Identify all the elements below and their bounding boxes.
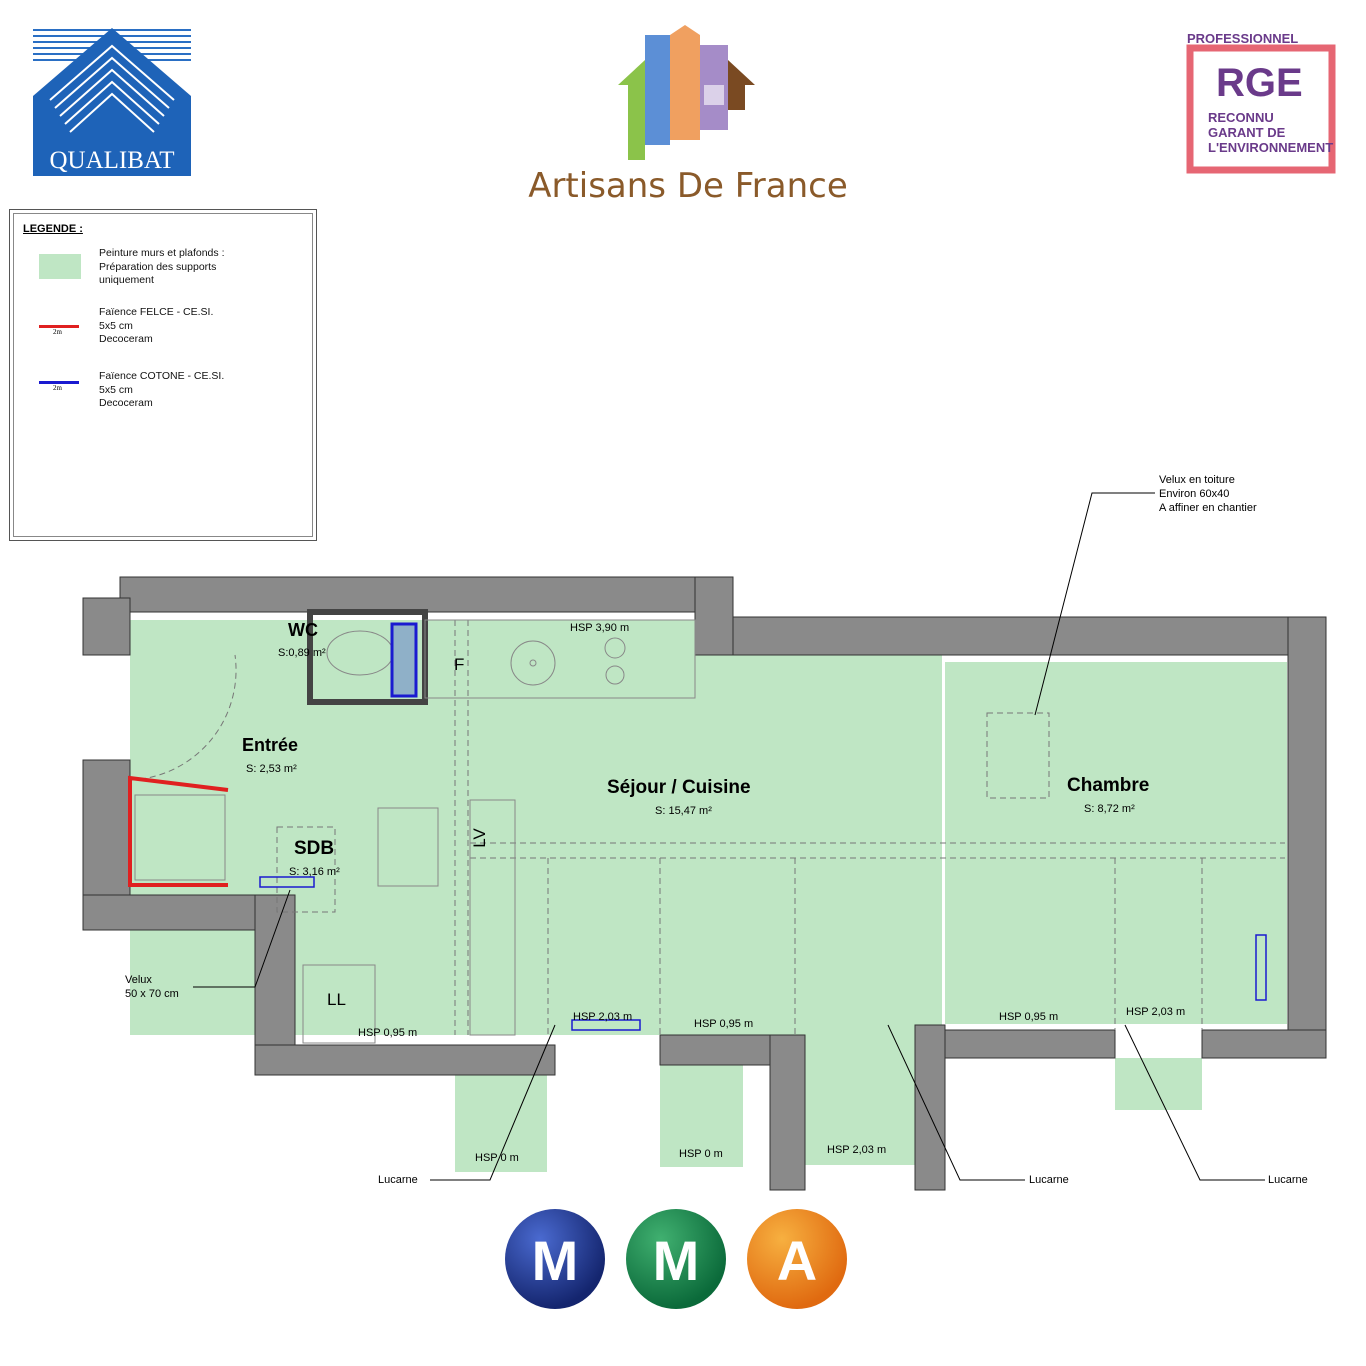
legend-mark: 2m [53, 384, 62, 392]
artisans-de-france-logo: Artisans De France [528, 25, 848, 206]
svg-text:PROFESSIONNEL: PROFESSIONNEL [1187, 31, 1298, 46]
logo-header: QUALIBAT Artisans De France PROFESSIONNE… [33, 25, 1336, 206]
height-label: HSP 2,03 m [827, 1144, 887, 1156]
legend-swatch-paint [39, 254, 81, 279]
svg-text:RGE: RGE [1216, 61, 1303, 105]
qualibat-logo: QUALIBAT [33, 28, 191, 176]
height-label: HSP 2,03 m [573, 1011, 633, 1023]
height-label: HSP 0,95 m [999, 1011, 1059, 1023]
lucarne-note: Lucarne [1029, 1174, 1069, 1186]
height-label: HSP 2,03 m [1126, 1006, 1186, 1018]
dishwasher-label: LV [469, 828, 489, 848]
legend-swatch-felce [39, 325, 79, 328]
legend-item-paint: Peinture murs et plafonds :Préparation d… [99, 247, 225, 286]
room-area-entree: S: 2,53 m² [246, 763, 297, 775]
svg-text:GARANT DE: GARANT DE [1208, 125, 1286, 140]
room-area-chambre: S: 8,72 m² [1084, 803, 1135, 815]
room-area-sejour: S: 15,47 m² [655, 805, 712, 817]
height-label: HSP 0,95 m [694, 1018, 754, 1030]
svg-text:L'ENVIRONNEMENT: L'ENVIRONNEMENT [1208, 140, 1333, 155]
svg-text:Artisans De France: Artisans De France [528, 166, 848, 206]
room-area-wc: S:0,89 m² [278, 647, 326, 659]
lucarne-note: Lucarne [1268, 1174, 1308, 1186]
svg-text:RECONNU: RECONNU [1208, 110, 1274, 125]
legend-mark: 2m [53, 328, 62, 336]
height-label: HSP 0 m [475, 1152, 519, 1164]
legend-title: LEGENDE : [23, 223, 83, 235]
height-label: HSP 0 m [679, 1148, 723, 1160]
legend: LEGENDE : Peinture murs et plafonds :Pré… [9, 209, 317, 541]
room-name-entree: Entrée [242, 735, 299, 755]
room-name-chambre: Chambre [1067, 775, 1150, 796]
room-name-wc: WC [288, 620, 318, 640]
svg-text:QUALIBAT: QUALIBAT [50, 147, 175, 174]
height-label: HSP 3,90 m [570, 622, 630, 634]
height-label: HSP 0,95 m [358, 1027, 418, 1039]
laundry-label: LL [327, 990, 346, 1009]
lucarne-note: Lucarne [378, 1174, 418, 1186]
fridge-label: F [454, 655, 465, 674]
room-name-sdb: SDB [294, 838, 335, 859]
room-area-sdb: S: 3,16 m² [289, 866, 340, 878]
legend-swatch-cotone [39, 381, 79, 384]
room-name-sejour: Séjour / Cuisine [607, 777, 751, 798]
rge-logo: PROFESSIONNEL RGE RECONNU GARANT DE L'EN… [1186, 31, 1336, 174]
